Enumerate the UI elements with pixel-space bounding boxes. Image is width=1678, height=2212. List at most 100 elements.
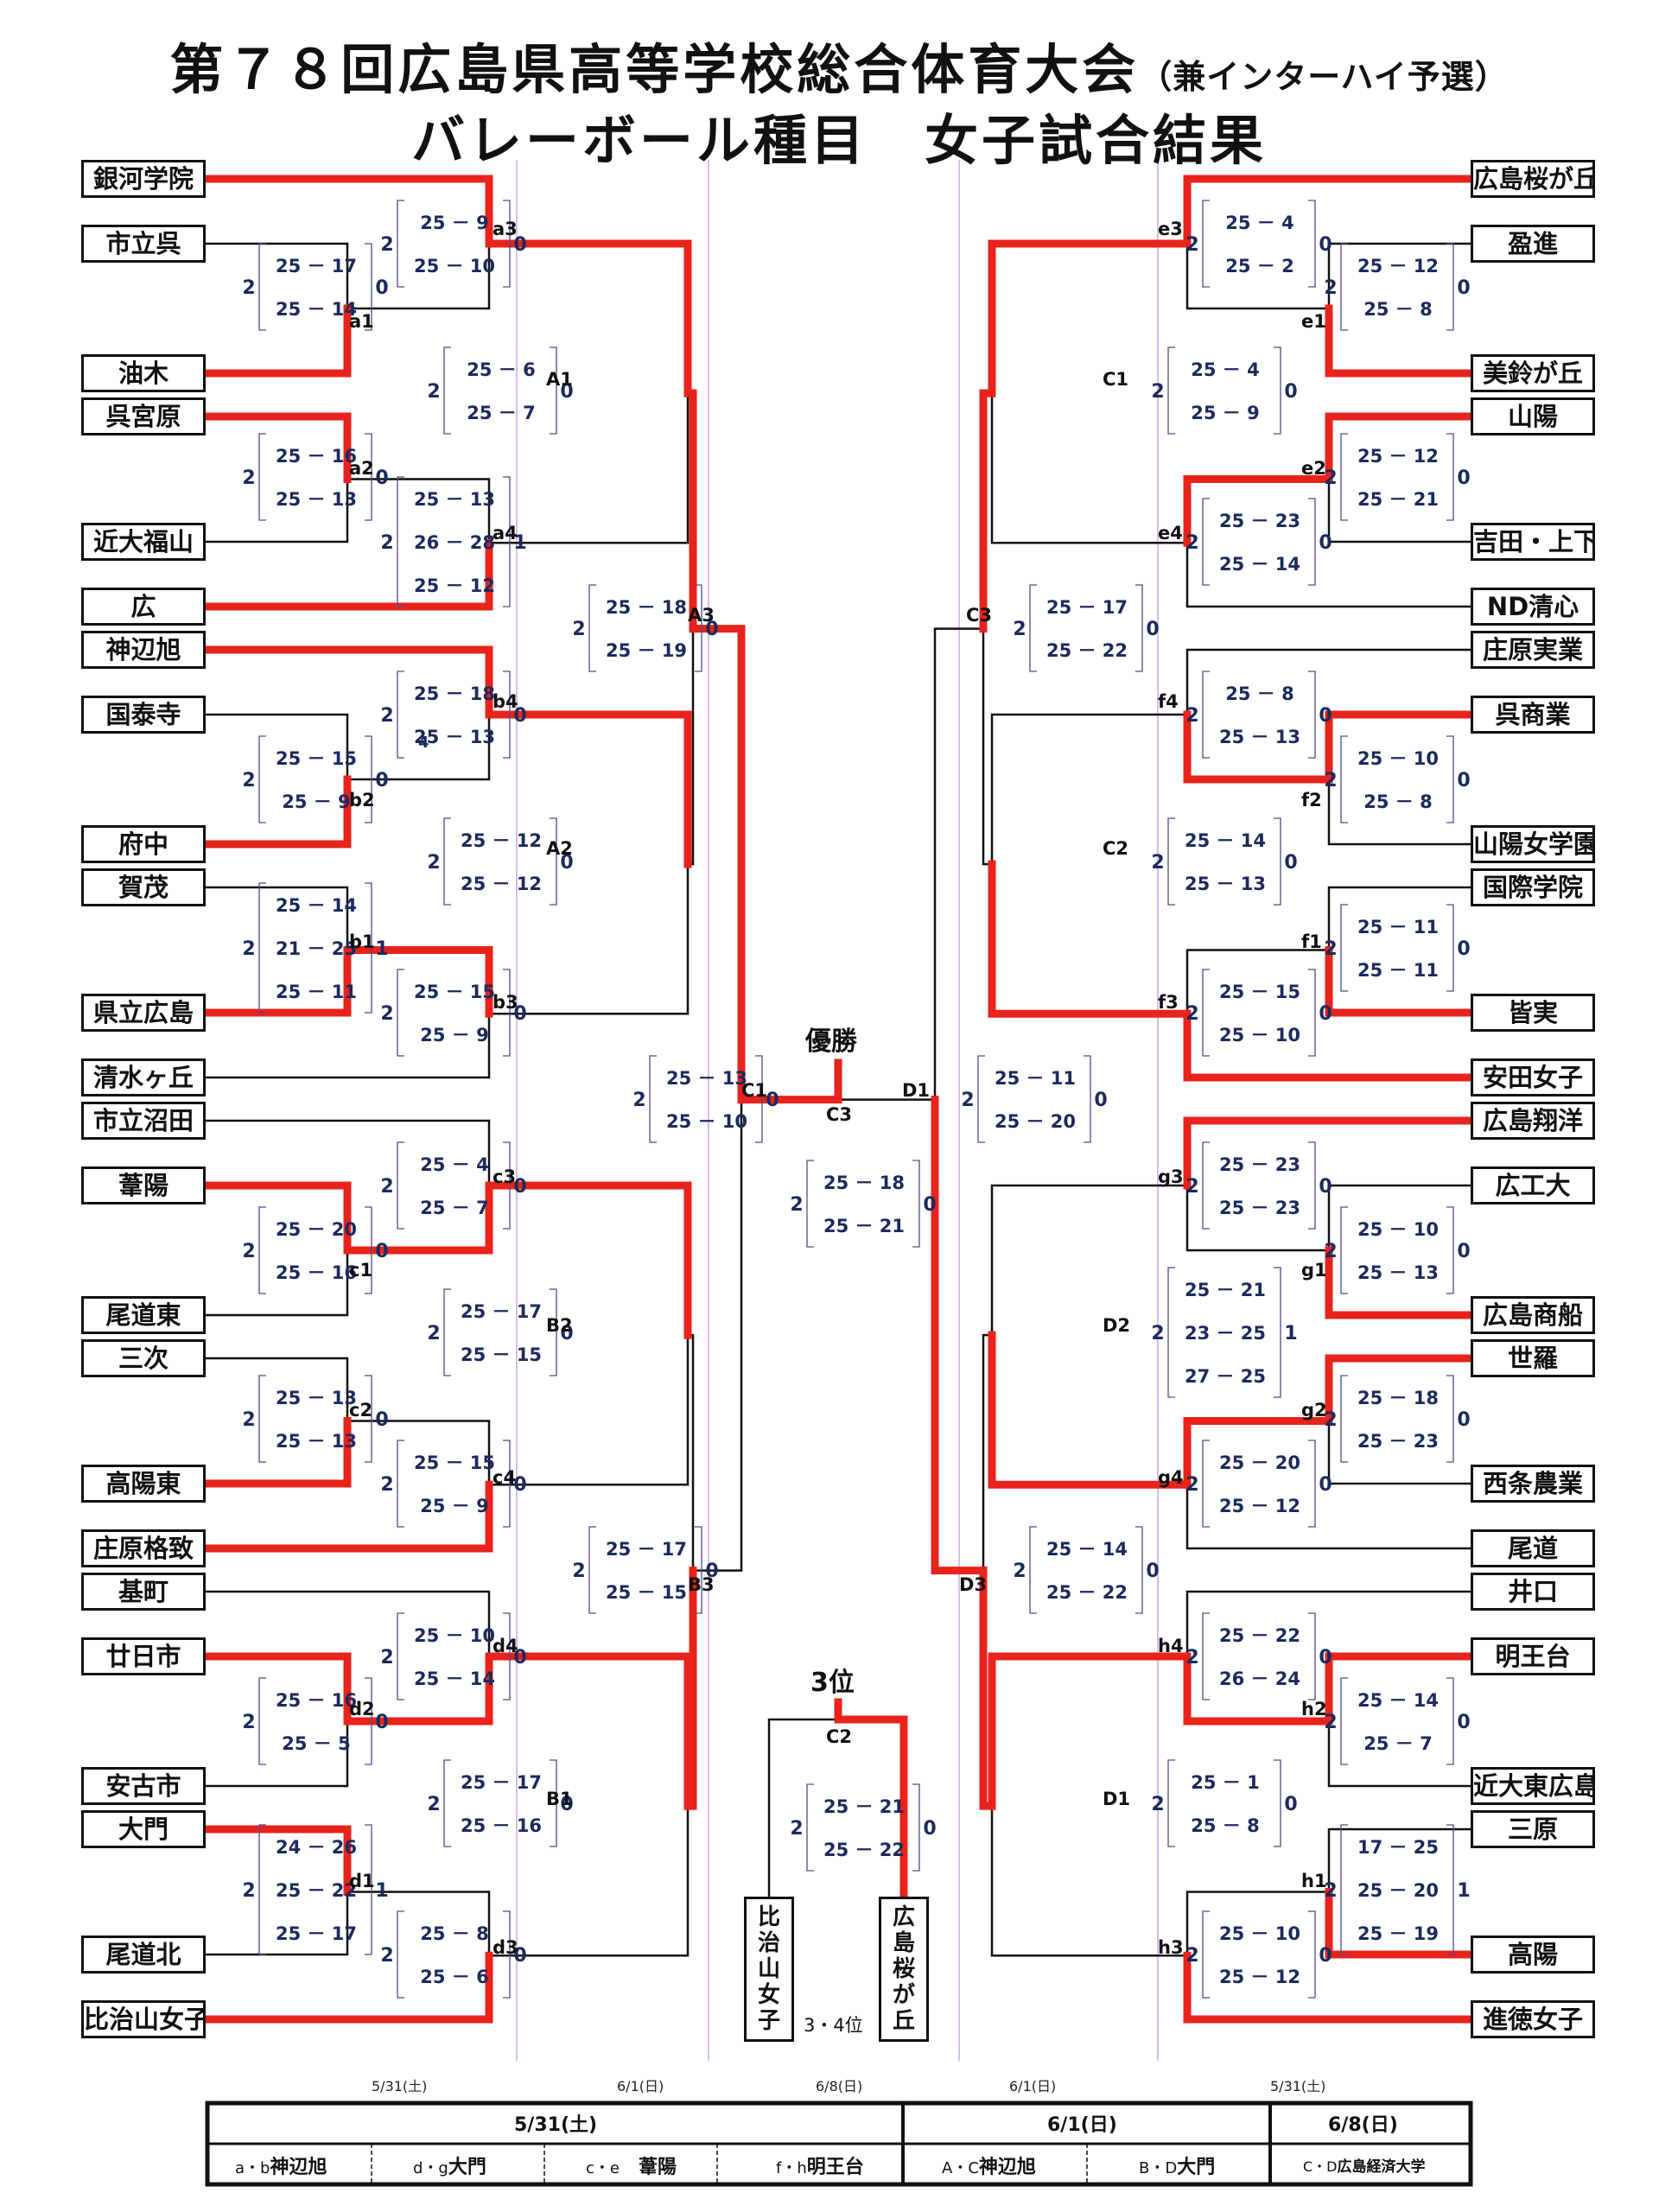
set-score: 25 － 11 (995, 1068, 1076, 1089)
bracket-line (1185, 949, 1331, 1015)
sets-won: 2 (380, 532, 393, 554)
winner-line (201, 1951, 493, 2024)
set-score: 25 － 18 (414, 683, 495, 704)
winner-line (1183, 1116, 1475, 1190)
set-score: 25 － 14 (276, 895, 357, 916)
match-label: c2 (349, 1400, 373, 1421)
bracket-line (1185, 1891, 1331, 1957)
sets-won: 2 (1324, 1880, 1337, 1902)
sets-won: 2 (242, 1712, 255, 1733)
match-label: D1 (902, 1080, 931, 1101)
set-score: 25 － 12 (1219, 1967, 1300, 1987)
team-right-6: ND清心 (1471, 588, 1595, 626)
sets-lost: 0 (1284, 381, 1297, 403)
winner-line (201, 1652, 352, 1726)
venue-cell: C・D広島経済大学 (1303, 2158, 1426, 2176)
bracket-line (1327, 242, 1472, 310)
set-score: 25 － 8 (1225, 683, 1293, 704)
team-left-21: 安古市 (81, 1767, 206, 1805)
team-right-20: 明王台 (1471, 1637, 1595, 1675)
set-score: 25 － 7 (1363, 1733, 1432, 1754)
match-label: b4 (493, 691, 518, 712)
venue-header-2: 6/1(日) (1047, 2114, 1117, 2136)
match-label: C1 (1103, 369, 1129, 390)
match-label: h1 (1301, 1871, 1327, 1891)
third-place-label: 3位 (810, 1668, 855, 1698)
sets-lost: 0 (1146, 1560, 1159, 1582)
round-guides (516, 160, 1159, 2061)
set-score: 25 － 20 (276, 1219, 357, 1240)
match-label: e4 (1158, 523, 1183, 543)
set-score: 25 － 14 (414, 1669, 495, 1689)
set-score: 23 － 25 (1185, 1323, 1266, 1344)
sets-won: 2 (427, 1794, 440, 1815)
team-left-18: 庄原格致 (81, 1529, 206, 1567)
set-score: 25 － 17 (276, 1923, 357, 1944)
sets-lost: 0 (560, 381, 573, 403)
bracket-line (204, 713, 349, 781)
score-bracket (397, 671, 511, 759)
winner-line (1183, 710, 1333, 784)
sets-lost: 0 (1457, 277, 1470, 299)
set-score: 25 － 15 (1219, 982, 1300, 1002)
set-score: 25 － 4 (1191, 359, 1259, 380)
sets-won: 2 (790, 1818, 803, 1840)
set-score: 25 － 21 (823, 1796, 905, 1817)
sets-won: 2 (1185, 1474, 1198, 1496)
set-score: 25 － 15 (276, 748, 357, 769)
set-score: 25 － 19 (606, 640, 687, 661)
team-left-15: 尾道東 (81, 1296, 206, 1334)
score-bracket (258, 882, 372, 1014)
sets-won: 2 (572, 1560, 585, 1582)
score-bracket (1202, 671, 1316, 759)
bracket-line (933, 627, 985, 1101)
venue-cell: d・g大門 (413, 2157, 486, 2178)
match-label: f4 (1158, 691, 1179, 712)
set-score: 25 － 17 (606, 1539, 687, 1560)
team-right-2: 盈進 (1471, 225, 1595, 263)
sets-won: 2 (790, 1194, 803, 1216)
score-bracket (258, 1677, 372, 1765)
match-label: d2 (349, 1699, 375, 1719)
sets-lost: 0 (560, 1323, 573, 1344)
team-left-5: 近大福山 (81, 523, 206, 561)
sets-won: 2 (380, 1176, 393, 1198)
winner-line (1325, 1246, 1475, 1319)
score-bracket (258, 1206, 372, 1294)
sets-won: 2 (632, 1090, 645, 1111)
match-label: B3 (688, 1574, 715, 1595)
team-right-17: 西条農業 (1471, 1465, 1595, 1503)
set-score: 25 － 21 (823, 1216, 905, 1236)
set-score: 25 － 10 (414, 1625, 495, 1646)
sets-won: 2 (1013, 619, 1026, 640)
set-score: 25 － 23 (1219, 1154, 1300, 1175)
set-score: 25 － 4 (1225, 213, 1293, 233)
team-left-17: 高陽東 (81, 1465, 206, 1503)
sets-won: 2 (1324, 277, 1337, 299)
sets-won: 2 (1324, 1409, 1337, 1431)
sets-won: 2 (242, 277, 255, 299)
winner-line (201, 645, 493, 719)
winner-line (683, 389, 697, 633)
score-bracket (1167, 817, 1281, 906)
team-left-14: 葦陽 (81, 1166, 206, 1205)
team-left-23: 尾道北 (81, 1936, 206, 1974)
match-label: c3 (493, 1166, 517, 1187)
sets-lost: 1 (1457, 1880, 1470, 1902)
team-right-18: 尾道 (1471, 1529, 1595, 1567)
score-bracket (397, 969, 511, 1057)
sets-lost: 0 (1457, 770, 1470, 791)
sets-won: 2 (380, 705, 393, 727)
match-label: C2 (826, 1726, 853, 1747)
match-label: c4 (493, 1467, 517, 1488)
winner-line (1183, 1009, 1475, 1082)
